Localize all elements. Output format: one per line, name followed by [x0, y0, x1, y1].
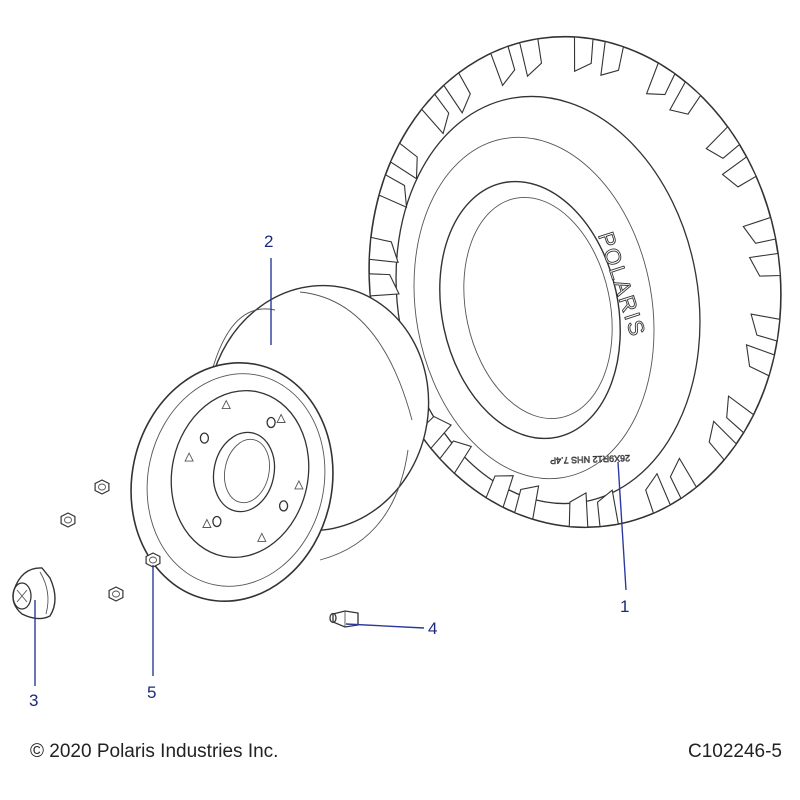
tread-lug — [721, 156, 757, 188]
vent-triangle — [221, 399, 231, 410]
tread-lug — [420, 93, 450, 135]
hub-cap — [12, 567, 56, 620]
callout-2: 2 — [264, 232, 273, 251]
bolt-hole — [199, 432, 210, 444]
tread-lug — [368, 273, 400, 297]
tread-lug — [368, 236, 399, 264]
tread-lug — [519, 38, 543, 78]
tread-lug — [600, 40, 625, 76]
callout-5: 5 — [147, 683, 156, 702]
tread-lug — [669, 457, 698, 500]
figure-id: C102246-5 — [687, 741, 782, 762]
lug-nut — [60, 512, 76, 528]
tread-lug — [742, 216, 777, 244]
rim-bolt-holes — [184, 399, 304, 542]
tread-lug — [748, 252, 781, 277]
tread-lug — [705, 125, 741, 159]
tread-lug — [645, 62, 676, 96]
callout-1: 1 — [620, 597, 629, 616]
tread-lug — [745, 343, 776, 377]
vent-triangle — [276, 413, 286, 423]
lug-nuts — [60, 479, 161, 602]
vent-triangle — [257, 532, 267, 542]
tread-lug — [389, 142, 418, 180]
bolt-hole — [266, 416, 276, 429]
tread-lug — [750, 313, 781, 342]
tread-lug — [573, 36, 594, 73]
callout-3: 3 — [29, 691, 38, 710]
vent-triangle — [202, 518, 212, 528]
lug-nut — [94, 479, 110, 495]
lug-nut — [108, 586, 124, 602]
tread-lug — [490, 45, 516, 87]
tire: POLARIS 26X9R12 NHS 7.4P — [368, 35, 782, 529]
tread-lug — [514, 485, 540, 520]
tread-lug — [645, 472, 672, 514]
tread-lug — [485, 475, 514, 509]
copyright-notice: © 2020 Polaris Industries Inc. — [30, 741, 279, 762]
vent-triangle — [294, 479, 304, 490]
tire-size-text: 26X9R12 NHS 7.4P — [550, 453, 630, 466]
lug-nut — [145, 552, 161, 568]
callouts: 1 2 3 4 5 — [29, 232, 629, 710]
tread-lug — [708, 420, 738, 461]
wheel-rim — [130, 284, 430, 603]
bolt-hole — [278, 500, 289, 512]
tread-lug — [443, 72, 471, 114]
valve-stem — [329, 610, 359, 628]
tread-lug — [439, 440, 473, 475]
tread-lug — [726, 395, 755, 434]
tread-lug — [378, 173, 408, 209]
bolt-hole — [212, 515, 222, 528]
callout-4: 4 — [428, 619, 437, 638]
vent-triangle — [184, 452, 194, 462]
tread-lug — [568, 491, 589, 528]
tread-lug — [596, 489, 619, 528]
tread-lug — [669, 81, 702, 115]
